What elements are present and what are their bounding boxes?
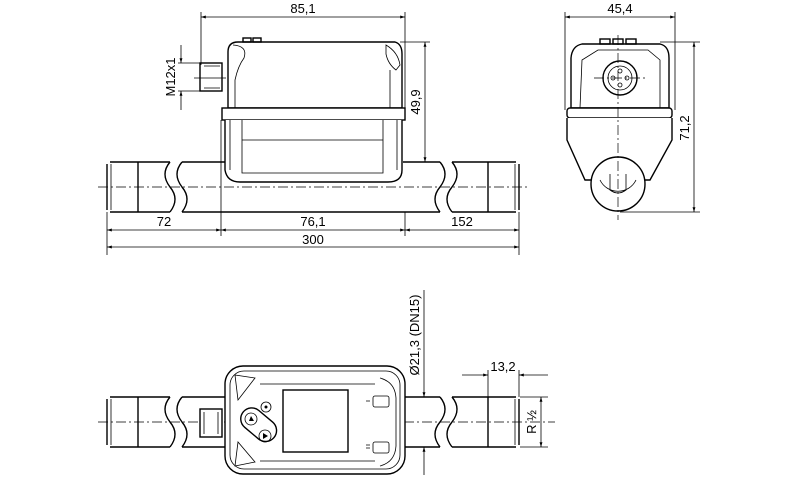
up-button-icon[interactable] [244, 412, 258, 426]
dim-end-width: 45,4 [607, 1, 632, 16]
dim-connector-thread: M12x1 [163, 57, 178, 96]
dim-length-right: 152 [451, 214, 473, 229]
dim-width-top: 85,1 [290, 1, 315, 16]
dim-length-left: 72 [157, 214, 171, 229]
down-button-icon[interactable] [258, 429, 272, 443]
dim-pipe-diameter: Ø21,3 (DN15) [407, 295, 422, 376]
top-view: Ø21,3 (DN15) 13,2 R ½ [98, 290, 555, 475]
side-view: 85,1 49,9 M12x1 72 76,1 152 300 [98, 1, 528, 255]
dim-length-total: 300 [302, 232, 324, 247]
led-icon [260, 401, 272, 413]
dim-thread-length: 13,2 [490, 359, 515, 374]
dim-thread-type: R ½ [524, 410, 539, 434]
button-group [240, 401, 278, 443]
dim-body-height: 49,9 [408, 89, 423, 114]
end-view: 45,4 71,2 [564, 1, 700, 220]
dim-end-height: 71,2 [677, 115, 692, 140]
dim-length-body: 76,1 [300, 214, 325, 229]
